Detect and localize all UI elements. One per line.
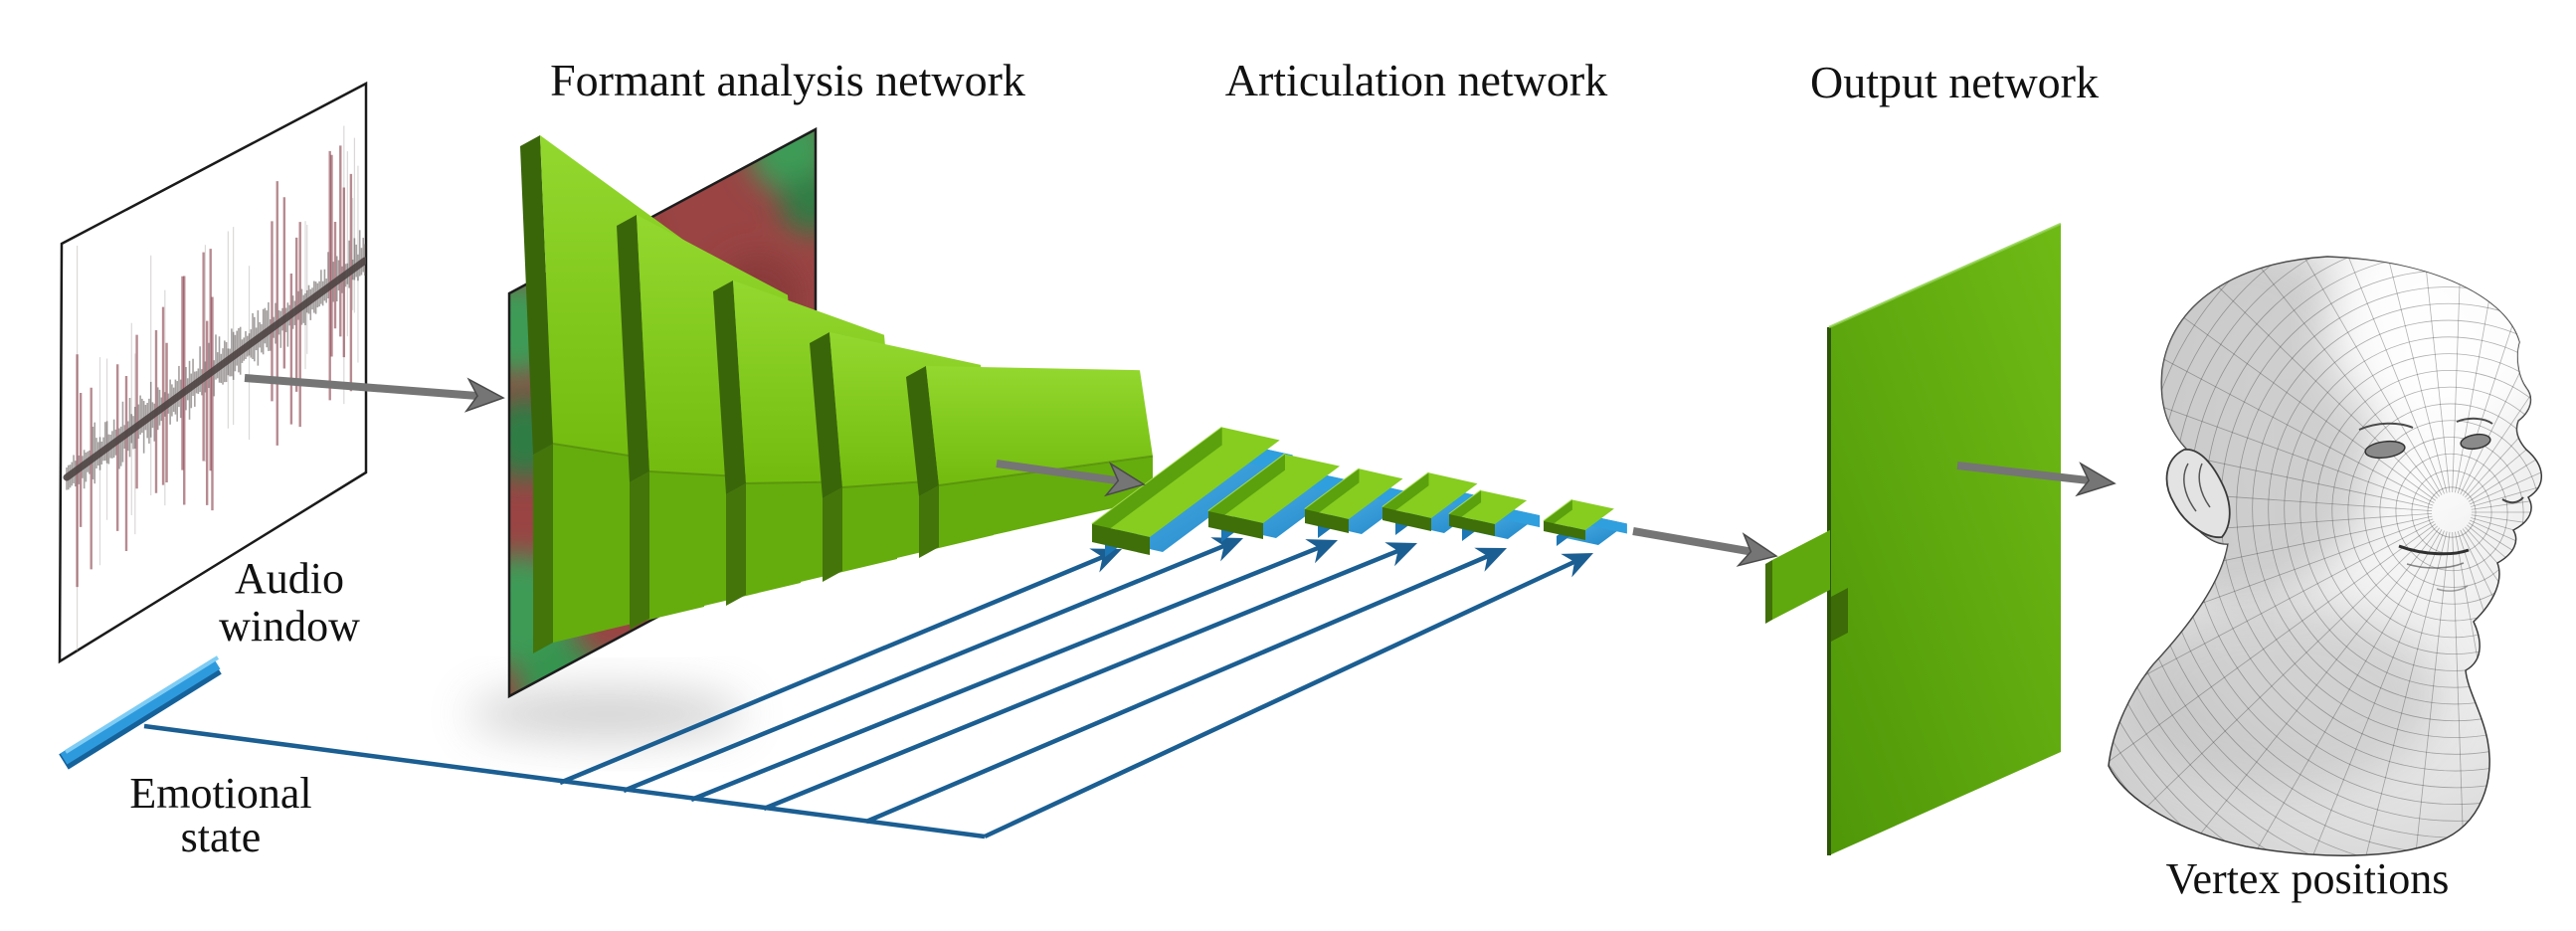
chin-crease <box>2436 585 2469 592</box>
articulation-network-layers <box>1091 426 1627 557</box>
output-network <box>1765 222 2062 855</box>
audio-window-label-line2: window <box>219 602 360 651</box>
output-input-slab-sliver <box>1831 588 1848 642</box>
emotional-state-label-line1: Emotional <box>129 769 311 818</box>
output-plane <box>1829 224 2061 855</box>
lower-lip <box>2406 562 2465 569</box>
vertex-positions-label: Vertex positions <box>2166 854 2450 903</box>
eye-left <box>2364 440 2406 460</box>
emotion-concat-arrows <box>143 537 1593 839</box>
nostril <box>2501 496 2524 504</box>
output-to-head-arrow <box>1956 462 2116 497</box>
articulation-network-title: Articulation network <box>1225 55 1608 105</box>
spectrogram-shadow <box>467 688 746 740</box>
waveform <box>63 125 366 660</box>
formant-analysis-network <box>467 126 1154 740</box>
audio-window-label-line1: Audio <box>235 554 344 603</box>
eyebrow-right <box>2456 417 2493 425</box>
mouth <box>2398 544 2470 556</box>
emotional-state-label-line2: state <box>181 813 262 861</box>
formant-conv-layers <box>520 135 1154 653</box>
eye-right <box>2460 433 2491 451</box>
output-network-title: Output network <box>1810 57 2099 107</box>
face-features <box>2165 417 2524 592</box>
emotional-state-bar <box>59 655 222 770</box>
ear <box>2165 449 2231 538</box>
output-input-slab <box>1765 530 1830 624</box>
flow-arrows <box>244 374 1778 567</box>
formant-network-title: Formant analysis network <box>550 55 1025 105</box>
audio-window <box>58 81 368 664</box>
eyebrow-left <box>2358 422 2414 431</box>
